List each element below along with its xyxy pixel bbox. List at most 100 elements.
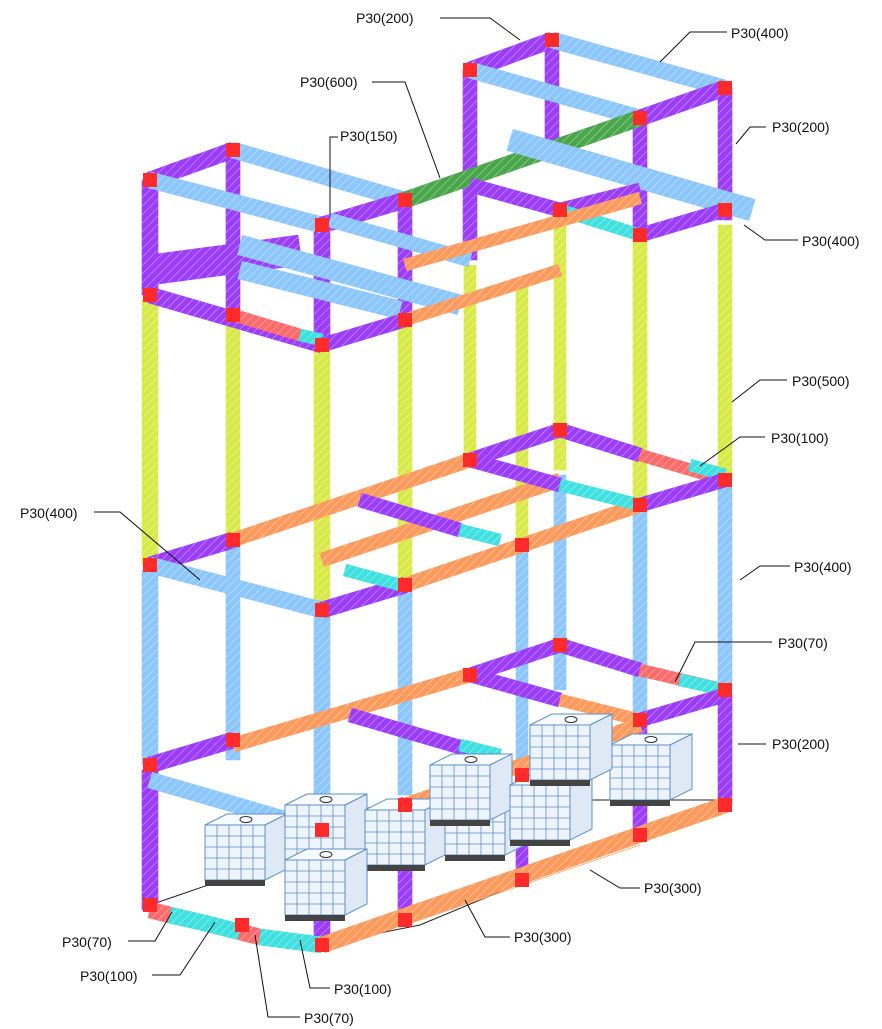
- ibc-container: [284, 848, 368, 921]
- svg-text:P30(70): P30(70): [304, 1010, 354, 1026]
- truss-corner-node: [315, 338, 329, 352]
- label-bottom-100-left: P30(100): [80, 921, 216, 984]
- truss-member: [467, 667, 563, 708]
- truss-member: [402, 191, 643, 272]
- truss-corner-node: [633, 228, 647, 242]
- truss-nodes: [143, 33, 732, 952]
- truss-corner-node: [718, 683, 732, 697]
- truss-member: [637, 202, 728, 243]
- truss-member: [637, 472, 728, 513]
- truss-member: [147, 731, 236, 774]
- label-bottom-300-right: P30(300): [589, 869, 702, 896]
- truss-member: [636, 80, 729, 126]
- svg-text:P30(200): P30(200): [772, 736, 830, 752]
- truss-member: [506, 129, 756, 221]
- truss-member: [557, 637, 643, 678]
- truss-corner-node: [235, 918, 249, 932]
- truss-corner-node: [226, 143, 240, 157]
- column-segment: [225, 319, 241, 541]
- truss-corner-node: [398, 798, 412, 812]
- truss-member: [467, 452, 563, 493]
- truss-corner-node: [553, 638, 567, 652]
- column-segment: [225, 149, 241, 316]
- ibc-container: [529, 713, 613, 786]
- truss-corner-node: [398, 313, 412, 327]
- label-right-100: P30(100): [699, 430, 829, 467]
- column-segment: [717, 694, 733, 806]
- column-segment: [515, 284, 529, 546]
- svg-text:P30(100): P30(100): [334, 981, 392, 997]
- truss-corner-node: [515, 768, 529, 782]
- svg-text:P30(70): P30(70): [778, 635, 828, 651]
- svg-text:P30(400): P30(400): [802, 233, 860, 249]
- svg-text:P30(200): P30(200): [772, 119, 830, 135]
- label-top-600: P30(600): [300, 74, 441, 179]
- svg-text:P30(150): P30(150): [340, 128, 398, 144]
- svg-text:P30(300): P30(300): [514, 929, 572, 945]
- truss-corner-node: [633, 828, 647, 842]
- truss-corner-node: [143, 288, 157, 302]
- label-right-200-lower: P30(200): [738, 736, 830, 752]
- truss-member: [230, 452, 473, 548]
- truss-corner-node: [515, 538, 529, 552]
- truss-corner-node: [633, 713, 647, 727]
- truss-corner-node: [718, 798, 732, 812]
- column-segment: [717, 484, 733, 691]
- column-segment: [717, 87, 733, 221]
- label-top-200: P30(200): [356, 10, 521, 41]
- column-segment: [313, 349, 331, 611]
- truss-member: [467, 177, 563, 218]
- svg-text:P30(200): P30(200): [356, 10, 414, 26]
- truss-corner-node: [545, 33, 559, 47]
- truss-corner-node: [315, 603, 329, 617]
- column-segment: [225, 544, 241, 761]
- label-right-400-mid: P30(400): [739, 559, 852, 581]
- column-segment: [141, 299, 159, 566]
- truss-corner-node: [398, 578, 412, 592]
- truss-corner-node: [226, 733, 240, 747]
- label-top-150: P30(150): [329, 128, 398, 214]
- truss-member: [167, 906, 203, 931]
- truss-corner-node: [398, 913, 412, 927]
- svg-text:P30(70): P30(70): [62, 934, 112, 950]
- truss-corner-node: [718, 81, 732, 95]
- truss-corner-node: [226, 308, 240, 322]
- truss-corner-node: [226, 533, 240, 547]
- truss-member: [458, 523, 502, 547]
- truss-corner-node: [463, 63, 477, 77]
- label-bottom-70-bottom: P30(70): [254, 934, 354, 1026]
- truss-corner-node: [515, 873, 529, 887]
- column-segment: [141, 569, 159, 766]
- label-left-400: P30(400): [20, 505, 201, 581]
- truss-corner-node: [718, 473, 732, 487]
- truss-corner-node: [315, 218, 329, 232]
- label-right-400-upper: P30(400): [743, 224, 860, 249]
- label-bottom-100-mid: P30(100): [299, 939, 392, 997]
- ibc-container: [204, 813, 288, 886]
- label-right-200-upper: P30(200): [735, 119, 830, 145]
- svg-text:P30(500): P30(500): [792, 373, 850, 389]
- truss-corner-node: [315, 938, 329, 952]
- truss-corner-node: [633, 498, 647, 512]
- label-right-500: P30(500): [731, 373, 850, 403]
- svg-text:P30(400): P30(400): [794, 559, 852, 575]
- column-segment: [632, 509, 648, 721]
- truss-corner-node: [143, 558, 157, 572]
- truss-corner-node: [398, 193, 412, 207]
- label-right-70: P30(70): [674, 635, 828, 683]
- truss-corner-node: [463, 668, 477, 682]
- svg-text:P30(100): P30(100): [771, 430, 829, 446]
- svg-text:P30(400): P30(400): [731, 25, 789, 41]
- svg-text:P30(100): P30(100): [80, 968, 138, 984]
- label-top-400: P30(400): [659, 25, 789, 63]
- truss-corner-node: [315, 823, 329, 837]
- truss-corner-node: [633, 111, 647, 125]
- truss-corner-node: [553, 203, 567, 217]
- truss-corner-node: [143, 898, 157, 912]
- truss-member: [258, 928, 324, 954]
- column-segment: [397, 324, 413, 586]
- column-segment: [553, 474, 567, 691]
- truss-member: [557, 422, 643, 463]
- ibc-container: [429, 753, 513, 826]
